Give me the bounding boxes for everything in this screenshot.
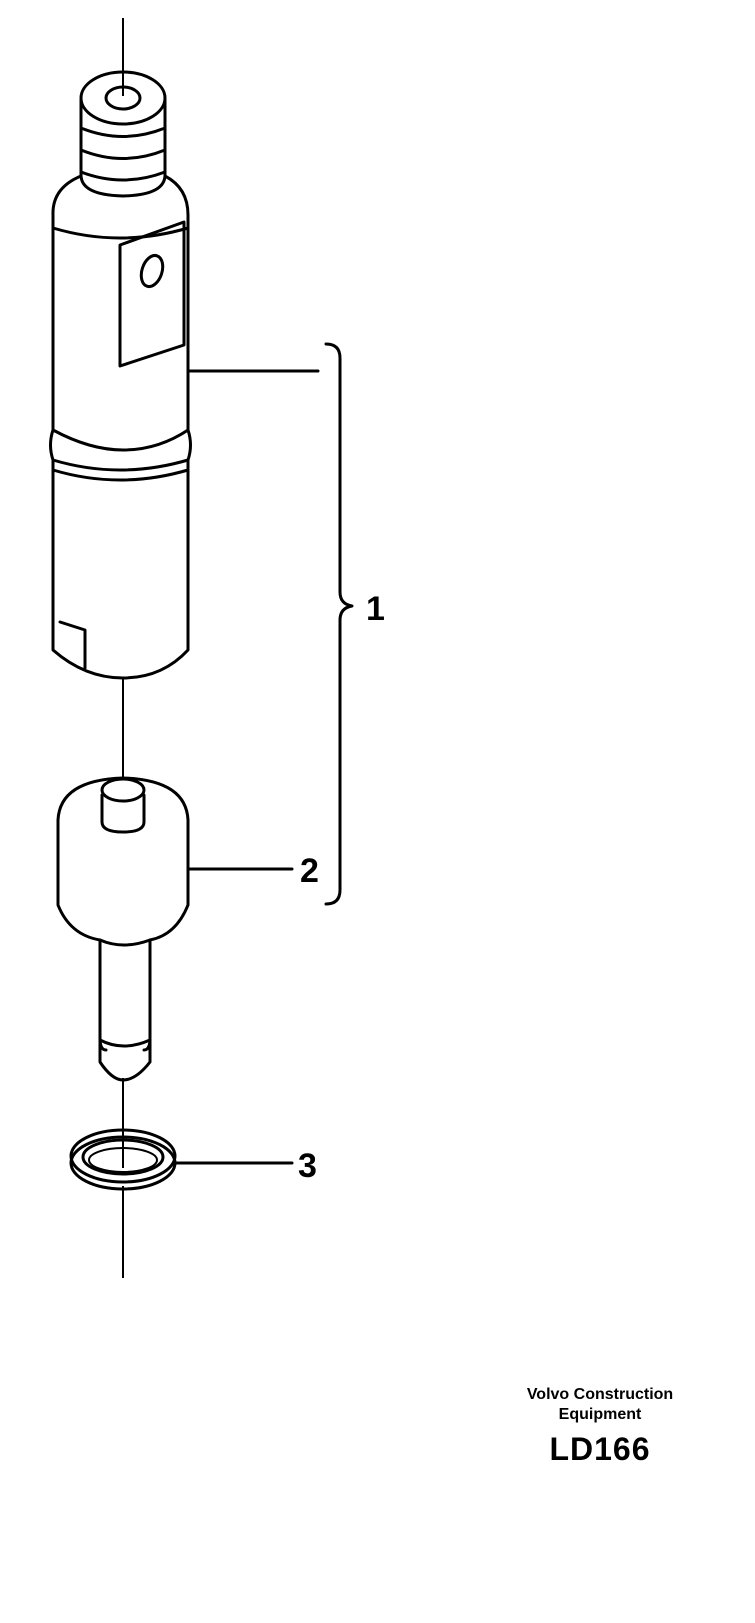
sealing-washer — [69, 1128, 177, 1191]
callout-label-3: 3 — [298, 1147, 317, 1185]
assembly-brace — [324, 342, 354, 906]
nozzle — [56, 776, 190, 1082]
callout-label-2: 2 — [300, 852, 319, 890]
injector-upper-body — [51, 174, 190, 452]
injector-lower-body — [49, 428, 192, 680]
manufacturer-name-line1: Volvo Construction — [526, 1386, 674, 1403]
drawing-code: LD166 — [549, 1431, 651, 1467]
drawing-credit-block: Volvo Construction Equipment LD166 — [490, 1385, 710, 1469]
injector-top-fitting — [79, 70, 167, 198]
manufacturer-name-line2: Equipment — [558, 1406, 642, 1423]
callout-label-1: 1 — [366, 590, 385, 628]
